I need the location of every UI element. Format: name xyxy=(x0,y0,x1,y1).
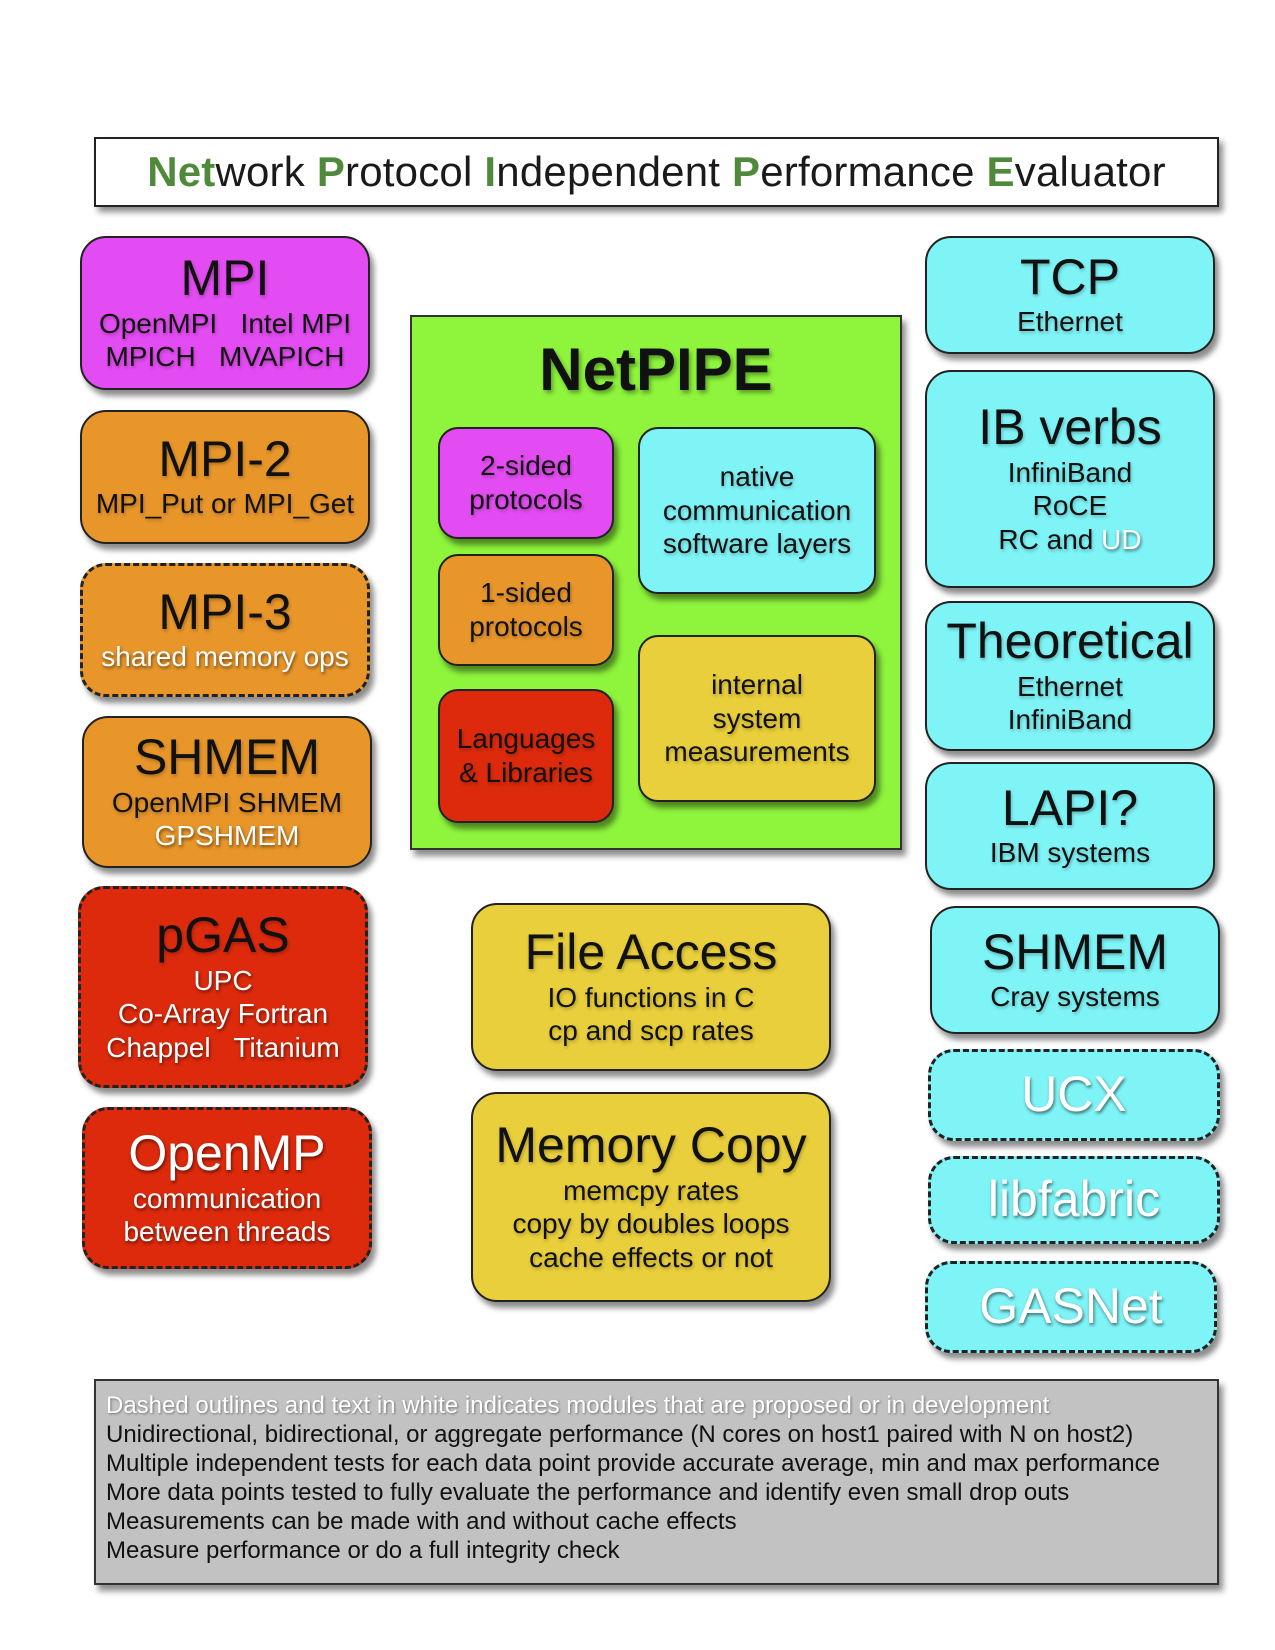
module-shmem: SHMEM OpenMPI SHMEM GPSHMEM xyxy=(82,716,372,868)
native-line2: communication xyxy=(662,494,852,526)
note-line-4: More data points tested to fully evaluat… xyxy=(106,1479,1070,1506)
module-theoretical-title: Theoretical xyxy=(946,613,1194,670)
title-part-3: rotocol xyxy=(345,148,485,195)
note-line-2: Unidirectional, bidirectional, or aggreg… xyxy=(106,1421,1134,1448)
module-memory-copy: Memory Copy memcpy rates copy by doubles… xyxy=(471,1092,831,1302)
module-pgas-line3: Chappel Titanium xyxy=(106,1032,340,1064)
module-mpi-title: MPI xyxy=(180,250,270,307)
module-lapi-title: LAPI? xyxy=(1001,779,1139,836)
module-gasnet-title: GASNet xyxy=(979,1277,1163,1334)
module-openmp-title: OpenMP xyxy=(128,1125,326,1182)
note-line-3: Multiple independent tests for each data… xyxy=(106,1450,1160,1477)
netpipe-panel: NetPIPE 2-sided protocols 1-sided protoc… xyxy=(410,315,902,850)
module-shmem-cray-title: SHMEM xyxy=(981,923,1169,980)
module-shmem-line2: GPSHMEM xyxy=(154,820,300,852)
module-memory-copy-line1: memcpy rates xyxy=(563,1174,739,1206)
module-ucx: UCX xyxy=(928,1049,1220,1141)
two-sided-line1: 2-sided xyxy=(480,450,572,482)
module-tcp-title: TCP xyxy=(1020,248,1120,305)
module-libfabric: libfabric xyxy=(928,1156,1220,1244)
module-theoretical: Theoretical Ethernet InfiniBand xyxy=(925,601,1215,751)
two-sided-line2: protocols xyxy=(469,484,583,515)
module-tcp-line1: Ethernet xyxy=(1017,306,1123,338)
module-file-access-line1: IO functions in C xyxy=(547,981,755,1013)
module-shmem-cray: SHMEM Cray systems xyxy=(930,906,1220,1034)
module-tcp: TCP Ethernet xyxy=(925,236,1215,354)
module-pgas: pGAS UPC Co-Array Fortran Chappel Titani… xyxy=(78,886,368,1088)
module-lapi: LAPI? IBM systems xyxy=(925,762,1215,890)
module-shmem-line1: OpenMPI SHMEM xyxy=(111,786,343,818)
languages-line1: Languages xyxy=(456,723,596,755)
module-memory-copy-title: Memory Copy xyxy=(495,1117,807,1174)
module-ib-verbs-line3-ud: UD xyxy=(1101,524,1142,556)
module-ucx-title: UCX xyxy=(1021,1065,1127,1122)
module-file-access-title: File Access xyxy=(524,924,778,981)
title-part-2: P xyxy=(316,148,346,195)
one-sided-protocols: 1-sided protocols xyxy=(438,554,614,666)
module-file-access-line2: cp and scp rates xyxy=(548,1015,754,1047)
module-openmp-line2: between threads xyxy=(123,1216,331,1248)
title-part-0: Net xyxy=(147,148,216,195)
native-line3: software layers xyxy=(662,528,852,560)
module-mpi2: MPI-2 MPI_Put or MPI_Get xyxy=(80,410,370,544)
title-part-4: I xyxy=(484,148,497,195)
module-memory-copy-line2: copy by doubles loops xyxy=(512,1208,790,1240)
internal-system-measurements: internal system measurements xyxy=(638,635,876,802)
title-part-7: erformance xyxy=(760,148,987,195)
module-ib-verbs: IB verbs InfiniBand RoCE RC and UD xyxy=(925,370,1215,588)
module-ib-verbs-line3-rc: RC and xyxy=(998,524,1102,556)
languages-line2: & Libraries xyxy=(459,757,593,788)
title-part-6: P xyxy=(732,148,761,195)
module-libfabric-title: libfabric xyxy=(987,1170,1161,1227)
module-mpi3: MPI-3 shared memory ops xyxy=(80,563,370,697)
module-mpi2-line1: MPI_Put or MPI_Get xyxy=(95,488,355,520)
languages-libraries: Languages & Libraries xyxy=(438,689,614,823)
module-ib-verbs-line2: RoCE xyxy=(1032,490,1108,522)
module-mpi3-title: MPI-3 xyxy=(158,583,292,640)
native-software-layers: native communication software layers xyxy=(638,427,876,594)
module-shmem-cray-line1: Cray systems xyxy=(990,981,1160,1013)
netpipe-title: NetPIPE xyxy=(539,336,773,403)
native-line1: native xyxy=(719,461,795,493)
module-theoretical-line2: InfiniBand xyxy=(1007,704,1133,736)
title-part-5: ndependent xyxy=(496,148,733,195)
module-theoretical-line1: Ethernet xyxy=(1017,670,1123,702)
internal-line2: system xyxy=(712,702,802,734)
internal-line1: internal xyxy=(711,669,803,701)
one-sided-line1: 1-sided xyxy=(480,577,572,609)
module-openmp-line1: communication xyxy=(132,1182,322,1214)
module-lapi-line1: IBM systems xyxy=(989,837,1151,869)
title-part-1: work xyxy=(215,148,317,195)
module-mpi-line1: OpenMPI Intel MPI xyxy=(98,307,352,339)
module-mpi-line2: MPICH MVAPICH xyxy=(105,341,345,373)
module-ib-verbs-title: IB verbs xyxy=(978,399,1162,456)
title-part-8: E xyxy=(986,148,1015,195)
module-mpi3-line1: shared memory ops xyxy=(101,641,349,673)
module-pgas-line1: UPC xyxy=(193,964,253,996)
module-memory-copy-line3: cache effects or not xyxy=(529,1242,773,1274)
note-line-1: Dashed outlines and text in white indica… xyxy=(106,1392,1050,1419)
module-pgas-title: pGAS xyxy=(156,907,290,964)
module-gasnet: GASNet xyxy=(925,1261,1217,1353)
module-ib-verbs-line1: InfiniBand xyxy=(1007,456,1133,488)
two-sided-protocols: 2-sided protocols xyxy=(438,427,614,539)
notes-panel: Dashed outlines and text in white indica… xyxy=(94,1379,1219,1585)
module-mpi2-title: MPI-2 xyxy=(158,430,292,487)
module-shmem-title: SHMEM xyxy=(133,729,321,786)
internal-line3: measurements xyxy=(664,736,850,768)
title-part-9: valuator xyxy=(1014,148,1166,195)
one-sided-line2: protocols xyxy=(469,611,583,642)
module-mpi: MPI OpenMPI Intel MPI MPICH MVAPICH xyxy=(80,236,370,390)
module-ib-verbs-line3: RC and UD xyxy=(998,523,1141,557)
note-line-5: Measurements can be made with and withou… xyxy=(106,1508,737,1535)
module-file-access: File Access IO functions in C cp and scp… xyxy=(471,903,831,1071)
module-openmp: OpenMP communication between threads xyxy=(82,1107,372,1269)
note-line-6: Measure performance or do a full integri… xyxy=(106,1537,620,1564)
module-pgas-line2: Co-Array Fortran xyxy=(117,998,329,1030)
